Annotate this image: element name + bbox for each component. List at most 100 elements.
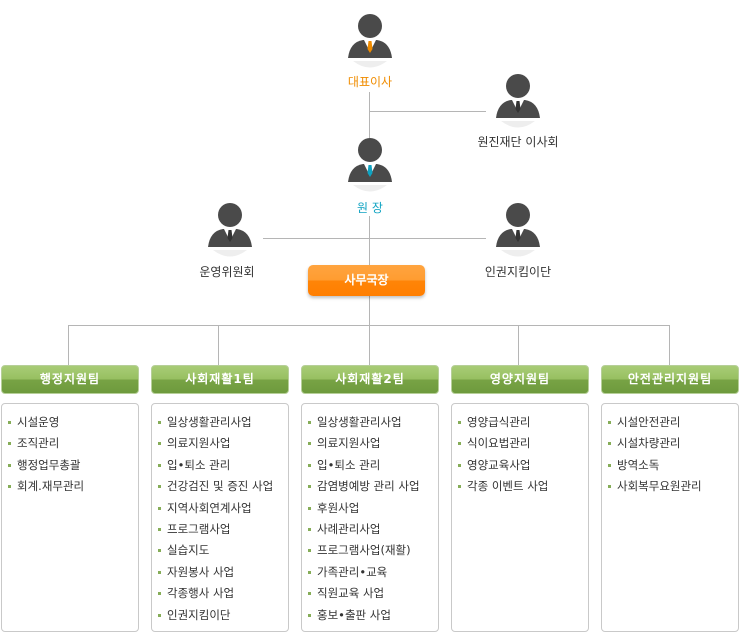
bullet-icon xyxy=(308,506,311,510)
bullet-icon xyxy=(308,592,311,596)
ceo-person-icon xyxy=(348,14,392,68)
bullet-icon xyxy=(608,485,611,489)
duty-item: 직원교육 사업 xyxy=(308,583,438,604)
connector-line xyxy=(218,325,219,365)
duty-item: 입•퇴소 관리 xyxy=(308,455,438,476)
team-header: 행정지원팀 xyxy=(1,365,139,394)
duty-item: 실습지도 xyxy=(158,540,288,561)
duty-text: 영양급식관리 xyxy=(467,415,531,429)
bullet-icon xyxy=(158,527,161,531)
duty-text: 프로그램사업 xyxy=(167,521,231,536)
bullet-icon xyxy=(308,613,311,617)
board-label: 원진재단 이사회 xyxy=(477,135,559,149)
team-header: 사회재활1팀 xyxy=(151,365,289,394)
duty-text: 프로그램사업(재활) xyxy=(317,543,411,558)
duty-item: 조직관리 xyxy=(8,433,138,454)
bullet-icon xyxy=(8,485,11,489)
duty-text: 식이요법관리 xyxy=(467,436,531,451)
board-person-icon xyxy=(496,74,540,128)
duty-text: 시설안전관리 xyxy=(617,415,681,429)
duty-text: 실습지도 xyxy=(167,543,210,558)
duty-text: 자원봉사 사업 xyxy=(167,564,235,579)
committee-person-icon xyxy=(208,203,252,257)
bullet-icon xyxy=(608,463,611,467)
bullet-icon xyxy=(8,421,11,424)
bullet-icon xyxy=(158,549,161,553)
duty-item: 자원봉사 사업 xyxy=(158,562,288,583)
duty-text: 직원교육 사업 xyxy=(317,586,385,601)
duty-text: 입•퇴소 관리 xyxy=(167,457,231,472)
bullet-icon xyxy=(308,527,311,531)
bullet-icon xyxy=(8,463,11,467)
bullet-icon xyxy=(458,421,461,424)
rights-label: 인권지킴이단 xyxy=(484,265,552,279)
duty-text: 의료지원사업 xyxy=(317,436,381,451)
bullet-icon xyxy=(608,442,611,446)
duty-item: 일상생활관리사업 xyxy=(308,412,438,433)
duty-item: 회계.재무관리 xyxy=(8,476,138,497)
bullet-icon xyxy=(158,506,161,510)
duty-item: 각종 이벤트 사업 xyxy=(458,476,588,497)
duty-item: 의료지원사업 xyxy=(308,433,438,454)
bullet-icon xyxy=(308,549,311,553)
duty-text: 영양교육사업 xyxy=(467,457,531,472)
duty-item: 방역소독 xyxy=(608,455,738,476)
bullet-icon xyxy=(308,463,311,467)
committee-label: 운영위원회 xyxy=(199,265,255,279)
duty-item: 각종행사 사업 xyxy=(158,583,288,604)
duty-text: 방역소독 xyxy=(617,457,660,472)
duty-text: 일상생활관리사업 xyxy=(167,415,252,429)
duty-text: 사례관리사업 xyxy=(317,521,381,536)
connector-line xyxy=(369,325,370,365)
duty-item: 행정업무총괄 xyxy=(8,455,138,476)
connector-line xyxy=(369,216,370,265)
duty-text: 시설운영 xyxy=(17,415,60,429)
bullet-icon xyxy=(158,421,161,424)
duty-text: 감염병예방 관리 사업 xyxy=(317,479,420,494)
bullet-icon xyxy=(158,463,161,467)
team-header: 사회재활2팀 xyxy=(301,365,439,394)
chief-secretary-box: 사무국장 xyxy=(308,265,425,296)
director-person-icon xyxy=(348,138,392,192)
bullet-icon xyxy=(8,442,11,446)
duty-item: 영양급식관리 xyxy=(458,412,588,433)
duty-text: 사회복무요원관리 xyxy=(617,479,702,494)
connector-line xyxy=(68,325,69,365)
bullet-icon xyxy=(458,463,461,467)
duty-text: 후원사업 xyxy=(317,500,360,515)
connector-line xyxy=(669,325,670,365)
duty-item: 후원사업 xyxy=(308,498,438,519)
duty-item: 식이요법관리 xyxy=(458,433,588,454)
duty-item: 건강검진 및 증진 사업 xyxy=(158,476,288,497)
bullet-icon xyxy=(158,485,161,489)
duty-item: 프로그램사업(재활) xyxy=(308,540,438,561)
bullet-icon xyxy=(158,570,161,574)
duty-item: 입•퇴소 관리 xyxy=(158,455,288,476)
duty-item: 인권지킴이단 xyxy=(158,605,288,626)
duty-item: 사회복무요원관리 xyxy=(608,476,738,497)
connector-line xyxy=(518,325,519,365)
bullet-icon xyxy=(608,421,611,424)
duty-text: 각종 이벤트 사업 xyxy=(467,479,549,494)
duty-text: 입•퇴소 관리 xyxy=(317,457,381,472)
team-header: 영양지원팀 xyxy=(451,365,589,394)
connector-line xyxy=(369,296,370,325)
duty-item: 가족관리•교육 xyxy=(308,562,438,583)
duty-text: 시설차량관리 xyxy=(617,436,681,451)
bullet-icon xyxy=(308,421,311,424)
duty-item: 지역사회연계사업 xyxy=(158,498,288,519)
team-header: 안전관리지원팀 xyxy=(601,365,739,394)
connector-line xyxy=(369,111,486,112)
duty-item: 의료지원사업 xyxy=(158,433,288,454)
bullet-icon xyxy=(458,442,461,446)
